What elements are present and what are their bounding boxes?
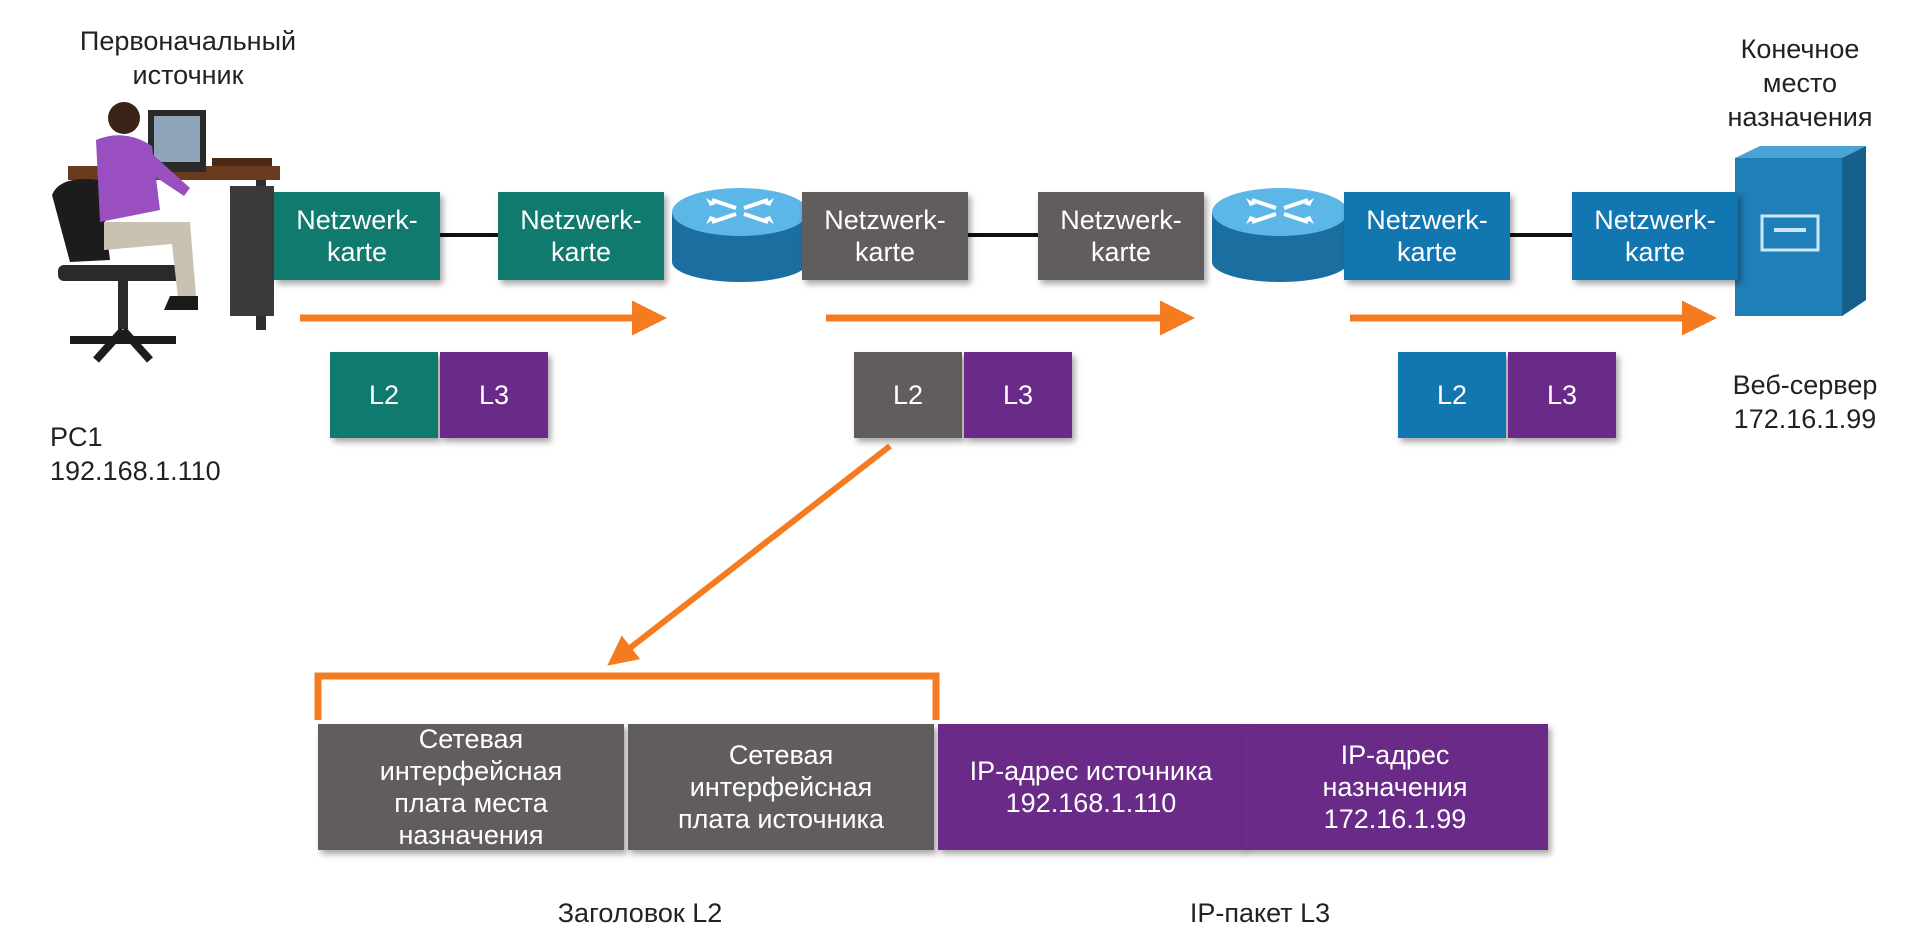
nic-box-6: Netzwerk- karte [1572,192,1738,280]
pc-ip: 192.168.1.110 [50,456,221,486]
l3-label: L3 [1546,380,1578,410]
source-title: Первоначальный источник [79,26,297,90]
field-text: Сетевая интерфейсная плата места назначе… [379,724,563,850]
nic-box-2: Netzwerk- karte [498,192,664,280]
frame-3-l3: L3 [1508,352,1616,438]
pc-name: PC1 [50,422,103,452]
field-destination-ip: IP-адрес назначения 172.16.1.99 [1242,724,1548,850]
nic-box-4: Netzwerk- karte [1038,192,1204,280]
l2-label: L2 [892,380,924,410]
field-text: IP-адрес назначения 172.16.1.99 [1322,740,1468,834]
field-source-nic: Сетевая интерфейсная плата источника [628,724,934,850]
l2-label: L2 [1436,380,1468,410]
nic-label: Netzwerk- karte [824,205,946,267]
server-ip: 172.16.1.99 [1733,404,1877,434]
frame-2-l3: L3 [964,352,1072,438]
zoom-arrow [607,443,892,666]
link-line-3 [1508,233,1574,237]
nic-box-3: Netzwerk- karte [802,192,968,280]
nic-label: Netzwerk- karte [296,205,418,267]
field-text: IP-адрес источника 192.168.1.110 [969,756,1213,818]
field-destination-nic: Сетевая интерфейсная плата места назначе… [318,724,624,850]
nic-box-5: Netzwerk- karte [1344,192,1510,280]
l3-label: L3 [478,380,510,410]
frame-1-l3: L3 [440,352,548,438]
server-icon [1735,146,1866,316]
l3-label: L3 [1002,380,1034,410]
frame-1-l2: L2 [330,352,438,438]
field-text: Сетевая интерфейсная плата источника [678,740,884,834]
l2-label: L2 [368,380,400,410]
nic-box-1: Netzwerk- karte [274,192,440,280]
l2-header-label: Заголовок L2 [557,898,723,928]
l2-header-bracket [314,672,940,720]
nic-label: Netzwerk- karte [1594,205,1716,267]
frame-2-l2: L2 [854,352,962,438]
field-source-ip: IP-адрес источника 192.168.1.110 [938,724,1244,850]
server-name: Веб-сервер [1732,370,1878,400]
nic-label: Netzwerk- karte [1366,205,1488,267]
nic-label: Netzwerk- karte [520,205,642,267]
l3-packet-label: IP-пакет L3 [1189,898,1331,928]
link-line-1 [440,233,500,237]
frame-3-l2: L2 [1398,352,1506,438]
router-icon [672,188,808,282]
link-line-2 [966,233,1040,237]
nic-label: Netzwerk- karte [1060,205,1182,267]
router-icon [1212,188,1348,282]
person-at-computer-icon [52,102,280,363]
destination-title: Конечное место назначения [1727,34,1873,132]
